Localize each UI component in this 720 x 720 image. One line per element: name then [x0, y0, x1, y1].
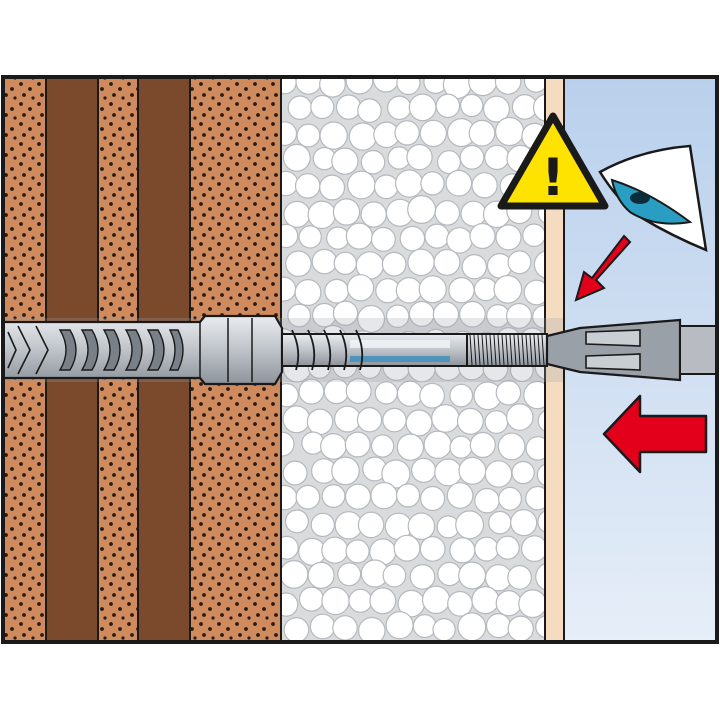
- diagram-frame: [1, 75, 719, 644]
- warning-symbol: !: [541, 148, 565, 208]
- left-arrow-icon: [602, 394, 708, 474]
- setting-tool: [679, 325, 717, 375]
- frame-anchor: [3, 314, 717, 386]
- eye-icon: [598, 144, 708, 252]
- anchor-head: [545, 318, 682, 382]
- wall-section: [3, 77, 717, 642]
- anchor-expansion-fins: [58, 329, 184, 371]
- diagonal-arrow-icon: [574, 234, 632, 302]
- warning-triangle-icon: !: [497, 112, 609, 210]
